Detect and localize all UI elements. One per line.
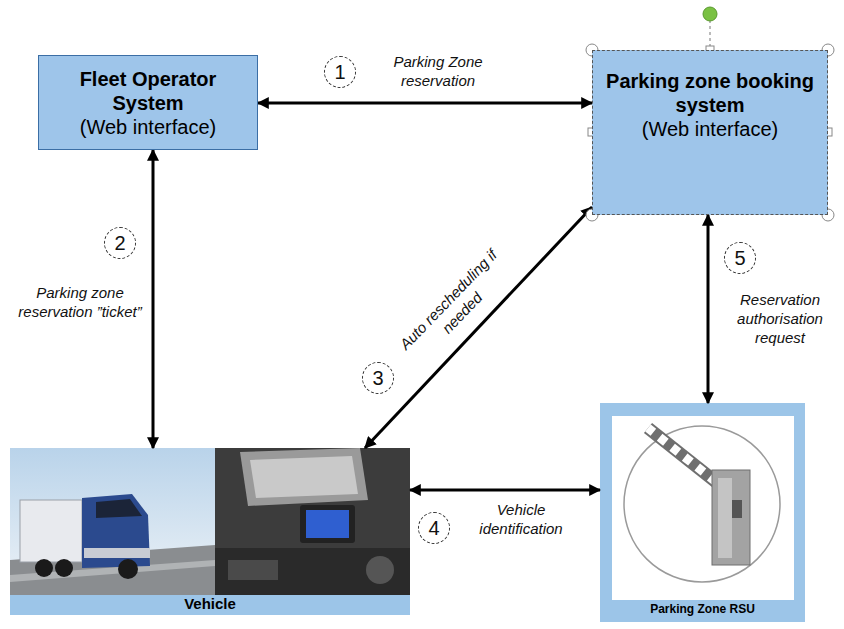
callout-number: 1 <box>324 56 356 88</box>
selection-handles <box>586 44 834 221</box>
node-title: Fleet Operator System <box>49 67 247 115</box>
dashboard-photo <box>215 448 410 595</box>
node-subtitle: (Web interface) <box>49 115 247 139</box>
system-box: Fleet Operator System(Web interface) <box>38 55 258 150</box>
edge-label: Parking Zone reservation <box>368 52 508 90</box>
connector-arrow <box>365 207 592 448</box>
selection-handles <box>703 7 717 50</box>
node-title: Parking Zone RSU <box>600 602 805 620</box>
connector-arrow <box>410 489 600 492</box>
edge-label: Auto rescheduling if needed <box>386 235 524 376</box>
system-box: Parking zone booking system(Web interfac… <box>592 50 828 215</box>
callout-number: 2 <box>104 227 136 259</box>
node-title: Parking zone booking system <box>603 69 817 117</box>
vehicle-panel: Vehicle <box>10 448 410 615</box>
node-subtitle: (Web interface) <box>603 117 817 141</box>
callout-number: 3 <box>362 362 394 394</box>
barrier-illustration <box>600 403 805 622</box>
rsu-panel: Parking Zone RSU <box>600 403 805 622</box>
connector-arrow <box>152 150 155 448</box>
truck-photo <box>10 448 215 595</box>
edge-label: Vehicle identification <box>465 500 577 538</box>
connector-arrow <box>258 102 592 105</box>
callout-number: 4 <box>418 512 450 544</box>
node-title: Vehicle <box>10 595 410 615</box>
edge-label: Parking zone reservation ”ticket” <box>16 283 144 321</box>
connector-arrow <box>707 215 710 403</box>
callout-number: 5 <box>724 242 756 274</box>
edge-label: Reservation authorisation request <box>724 290 836 347</box>
